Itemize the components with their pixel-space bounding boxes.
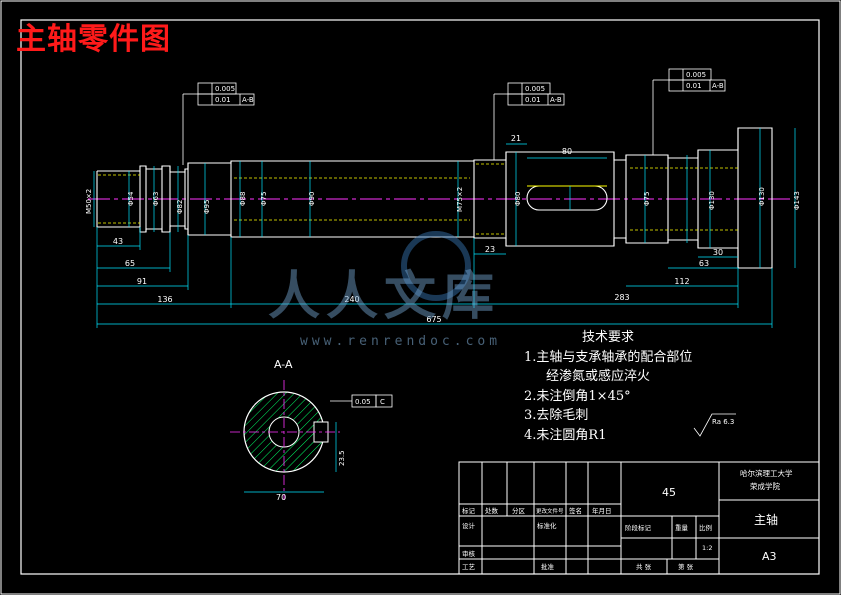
- tech-line: 经渗氮或感应淬火: [546, 369, 651, 384]
- gdt-value: 0.005: [686, 71, 706, 79]
- diameter-dimensions: [93, 128, 796, 268]
- tb-school: 哈尔滨理工大学: [740, 468, 793, 478]
- section-datum: C: [380, 398, 385, 406]
- dim-21: 21: [511, 134, 521, 143]
- renrendoc-logo: [401, 231, 471, 301]
- tb-stage-mark: 阶段标记: [625, 523, 652, 532]
- tb-scale-label: 比例: [699, 523, 712, 532]
- dia-label: Φ130: [758, 187, 766, 206]
- tb-part-name: 主轴: [754, 512, 778, 527]
- dia-label: Φ88: [239, 192, 247, 206]
- tb-date: 年月日: [592, 506, 612, 515]
- dia-label: Φ95: [203, 200, 211, 214]
- gdt-value: 0.01: [686, 82, 702, 90]
- dim-30: 30: [713, 248, 723, 257]
- gdt-frames: [182, 68, 726, 165]
- inner-frame: [20, 19, 820, 575]
- tb-sheet-no: 第 张: [678, 562, 694, 571]
- tb-standardize: 标准化: [537, 521, 557, 530]
- tb-count: 处数: [485, 506, 499, 515]
- drawing-title: 主轴零件图: [16, 22, 171, 57]
- dim-80: 80: [562, 147, 572, 156]
- tech-line: 4.未注圆角R1: [524, 427, 607, 443]
- dim-283: 283: [614, 293, 629, 302]
- tech-line: 1.主轴与支承轴承的配合部位: [524, 349, 693, 365]
- dia-label: Φ130: [708, 191, 716, 210]
- tech-requirements: 技术要求 1.主轴与支承轴承的配合部位 经渗氮或感应淬火 2.未注倒角1×45°…: [524, 328, 692, 445]
- section-tolerance: 0.05: [355, 398, 371, 406]
- tech-line: 2.未注倒角1×45°: [524, 388, 631, 404]
- dia-label: Φ143: [793, 191, 801, 210]
- tb-material: 45: [662, 486, 676, 499]
- dia-label: Φ75: [643, 192, 651, 206]
- length-dimension-lines: [96, 143, 773, 328]
- tb-weight: 重量: [675, 524, 689, 532]
- dia-label: M50×2: [85, 189, 93, 214]
- tb-process: 工艺: [462, 563, 476, 571]
- gdt-value: 0.005: [215, 85, 235, 93]
- dim-23: 23: [485, 245, 495, 254]
- tech-line: 3.去除毛刺: [524, 408, 589, 423]
- dia-label: M75×2: [456, 187, 464, 212]
- dia-label: Φ90: [308, 192, 316, 206]
- section-depth: 23.5: [338, 450, 346, 466]
- dim-65: 65: [125, 259, 135, 268]
- roughness-value: Ra 6.3: [712, 418, 734, 426]
- gdt-ref: A-B: [550, 96, 562, 104]
- tb-approve: 批准: [541, 562, 555, 571]
- dim-240: 240: [344, 295, 359, 304]
- gdt-value: 0.01: [215, 96, 231, 104]
- dim-91: 91: [137, 277, 147, 286]
- shaft-outline: [96, 127, 773, 269]
- dia-label: Φ82: [176, 200, 184, 214]
- tb-review: 审核: [462, 549, 476, 558]
- dim-43: 43: [113, 237, 123, 246]
- tb-design: 设计: [462, 521, 476, 530]
- title-block: [458, 461, 820, 575]
- length-dimension-labels: 43 65 91 136 240 675 283 112 63 30 23 21…: [113, 134, 723, 324]
- gdt-values: 0.005 0.01 A-B 0.005 0.01 A-B 0.005 0.01…: [215, 71, 724, 104]
- tb-change-doc: 更改文件号: [536, 507, 564, 515]
- roughness-symbol: Ra 6.3: [693, 413, 736, 437]
- watermark-url: www.renrendoc.com: [300, 334, 502, 349]
- tb-dept: 荣成学院: [750, 481, 780, 491]
- section-label: A-A: [274, 358, 293, 371]
- dia-label: Φ63: [152, 192, 160, 206]
- gdt-value: 0.01: [525, 96, 541, 104]
- dim-112: 112: [674, 277, 689, 286]
- tb-sheets-total: 共 张: [636, 562, 652, 571]
- tb-zone: 分区: [512, 506, 526, 515]
- dia-label: Φ54: [127, 191, 135, 206]
- title-block-text: 标记 处数 分区 更改文件号 签名 年月日 设计 标准化 审核 工艺 批准 阶段…: [462, 468, 793, 571]
- dim-63: 63: [699, 259, 709, 268]
- tech-heading: 技术要求: [582, 330, 635, 345]
- gdt-ref: A-B: [712, 82, 724, 90]
- section-a-a: 70 23.5 0.05 C: [230, 380, 393, 502]
- watermark-text: 人人文库: [268, 266, 501, 327]
- dia-label: Φ75: [260, 192, 268, 206]
- gdt-ref: A-B: [242, 96, 254, 104]
- tb-scale-value: 1:2: [702, 544, 712, 552]
- diameter-labels: M50×2 Φ54 Φ63 Φ82 Φ95 Φ88 Φ75 Φ90 M75×2 …: [85, 187, 801, 214]
- dim-675: 675: [426, 315, 441, 324]
- gdt-value: 0.005: [525, 85, 545, 93]
- tb-paper-size: A3: [762, 550, 777, 563]
- dim-136: 136: [157, 295, 172, 304]
- tb-mark: 标记: [462, 506, 476, 515]
- section-width: 70: [276, 493, 286, 502]
- thread-lines: [98, 163, 740, 235]
- dia-label: Φ80: [514, 192, 522, 206]
- tb-signature: 签名: [569, 506, 582, 515]
